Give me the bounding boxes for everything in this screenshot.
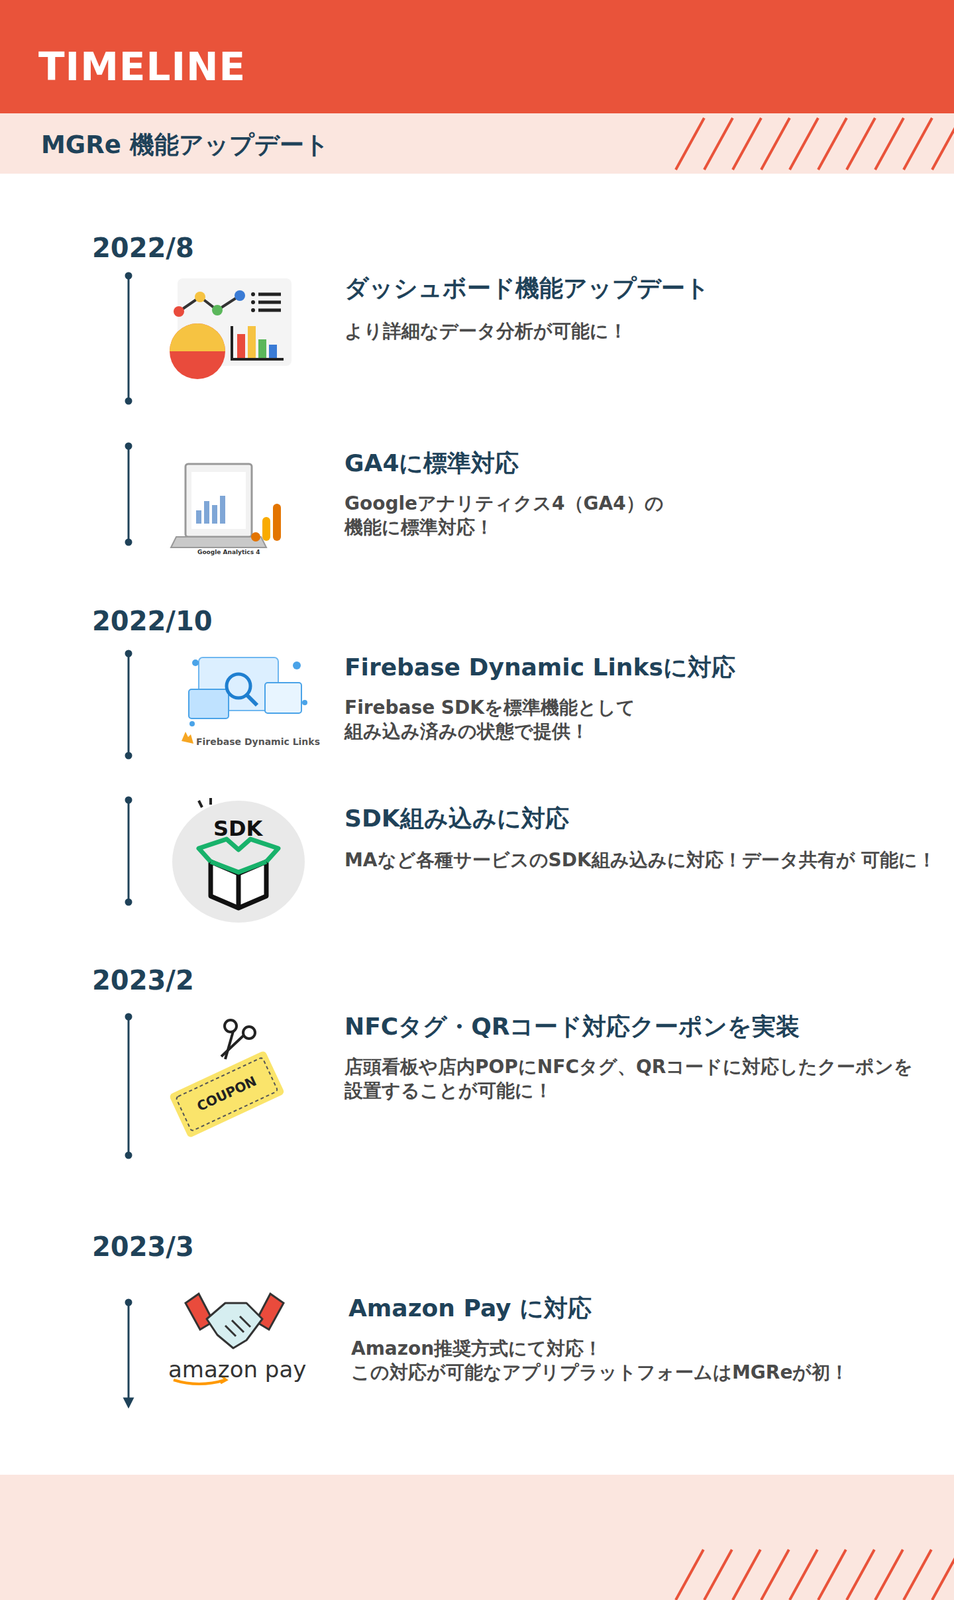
stripe: [732, 117, 762, 170]
stripe: [818, 1548, 847, 1600]
stripe: [789, 1548, 818, 1600]
stripe: [704, 1548, 733, 1600]
stripe: [675, 117, 705, 170]
item-body: より詳細なデータ分析が可能に！: [344, 319, 628, 344]
icon-text: SDK: [213, 814, 263, 843]
subheader-band: [0, 113, 954, 174]
item-body: Firebase SDKを標準機能として 組み込み済みの状態で提供！: [344, 695, 676, 744]
item-heading: NFCタグ・QRコード対応クーポンを実装: [344, 1010, 800, 1043]
date: 2023/3: [92, 1228, 195, 1264]
stripe: [932, 117, 954, 170]
date: 2022/10: [92, 603, 213, 638]
item-heading: SDK組み込みに対応: [344, 802, 570, 835]
stripe: [761, 1548, 790, 1600]
stripe: [789, 117, 819, 170]
item-heading: Firebase Dynamic Linksに対応: [344, 651, 736, 684]
stripe: [846, 1548, 875, 1600]
footer-band: [0, 1474, 954, 1600]
icon-caption: Firebase Dynamic Links: [196, 735, 320, 748]
coupon-icon: [168, 1019, 285, 1138]
stripe: [932, 1548, 954, 1600]
stripe: [732, 1548, 761, 1600]
date: 2023/2: [92, 962, 195, 998]
ga4-icon: [170, 463, 281, 548]
stripe: [875, 1548, 903, 1600]
stripe: [846, 117, 876, 170]
brand-text: amazon pay: [168, 1354, 307, 1384]
date: 2022/8: [92, 230, 195, 265]
page-title: TIMELINE: [38, 47, 246, 87]
stripe: [704, 117, 733, 170]
stripe: [903, 117, 933, 170]
stripe: [675, 1548, 704, 1600]
firebase-icon: [181, 657, 308, 744]
stripe: [875, 117, 904, 170]
item-body: 店頭看板や店内POPにNFCタグ、QRコードに対応したクーポンを設置することが可…: [344, 1054, 928, 1104]
item-body: Amazon推奨方式にて対応！ この対応が可能なアプリプラットフォームはMGRe…: [351, 1336, 935, 1385]
icon-caption: Google Analytics 4: [197, 548, 260, 557]
sdk-icon: [172, 797, 305, 923]
stripe: [761, 117, 790, 170]
subtitle: MGRe 機能アップデート: [41, 129, 330, 161]
item-body: Googleアナリティクス4（GA4）の 機能に標準対応！: [344, 491, 716, 540]
subheader-band: MGRe 機能アップデート: [0, 113, 954, 174]
item-heading: ダッシュボード機能アップデート: [344, 272, 710, 305]
header-bar: [0, 0, 954, 114]
stripe: [818, 117, 847, 170]
item-heading: GA4に標準対応: [344, 447, 519, 479]
dashboard-icon: [169, 278, 292, 379]
item-heading: Amazon Pay に対応: [348, 1292, 592, 1324]
stripe: [903, 1548, 932, 1600]
item-body: MAなど各種サービスのSDK組み込みに対応！データ共有が 可能に！: [344, 848, 941, 872]
